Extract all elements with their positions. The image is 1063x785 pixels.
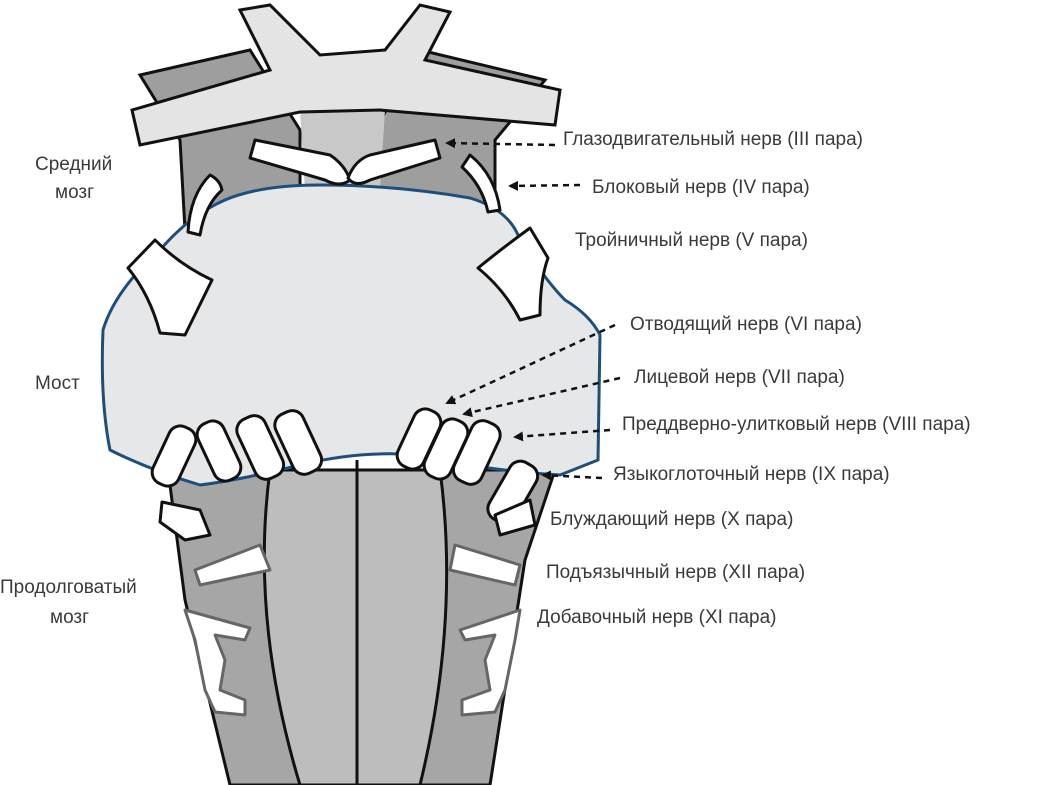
label-vestibulocochlear: Преддверно-улитковый нерв (VIII пара) xyxy=(622,414,971,435)
lower-nerve-roots xyxy=(150,407,540,526)
accessory-nerve xyxy=(458,608,522,717)
label-accessory: Добавочный нерв (XI пара) xyxy=(537,607,777,628)
label-trigeminal: Тройничный нерв (V пара) xyxy=(575,230,808,251)
label-facial: Лицевой нерв (VII пара) xyxy=(634,367,845,388)
label-medulla-line1: Продолговатый xyxy=(0,577,137,598)
label-oculomotor: Глазодвигательный нерв (III пара) xyxy=(563,129,863,150)
hypoglossal-nerve xyxy=(448,543,522,587)
hypoglossal-nerve xyxy=(193,543,272,587)
trochlear-nerve xyxy=(186,173,224,237)
label-abducens: Отводящий нерв (VI пара) xyxy=(630,314,862,335)
pointer-arrows xyxy=(445,138,621,481)
label-glossopharyngeal: Языкоглоточный нерв (IX пара) xyxy=(613,464,890,485)
label-medulla-line2: мозг xyxy=(50,607,89,628)
label-vagus: Блуждающий нерв (X пара) xyxy=(550,509,793,530)
oculomotor-nerve xyxy=(346,138,442,185)
trochlear-nerve xyxy=(460,153,502,214)
trigeminal-nerve xyxy=(126,238,214,337)
trigeminal-nerve xyxy=(476,226,550,322)
label-hypoglossal: Подъязычный нерв (XII пара) xyxy=(546,562,805,583)
accessory-nerve xyxy=(183,608,252,717)
label-midbrain-line2: мозг xyxy=(55,182,94,203)
label-midbrain-line1: Средний xyxy=(35,154,112,175)
cranial-nerves xyxy=(126,138,550,717)
label-trochlear: Блоковый нерв (IV пара) xyxy=(592,177,810,198)
vagus-nerve xyxy=(493,498,537,537)
label-pons: Мост xyxy=(35,373,80,394)
vagus-nerve xyxy=(158,500,212,542)
optic-chiasm xyxy=(130,3,562,147)
